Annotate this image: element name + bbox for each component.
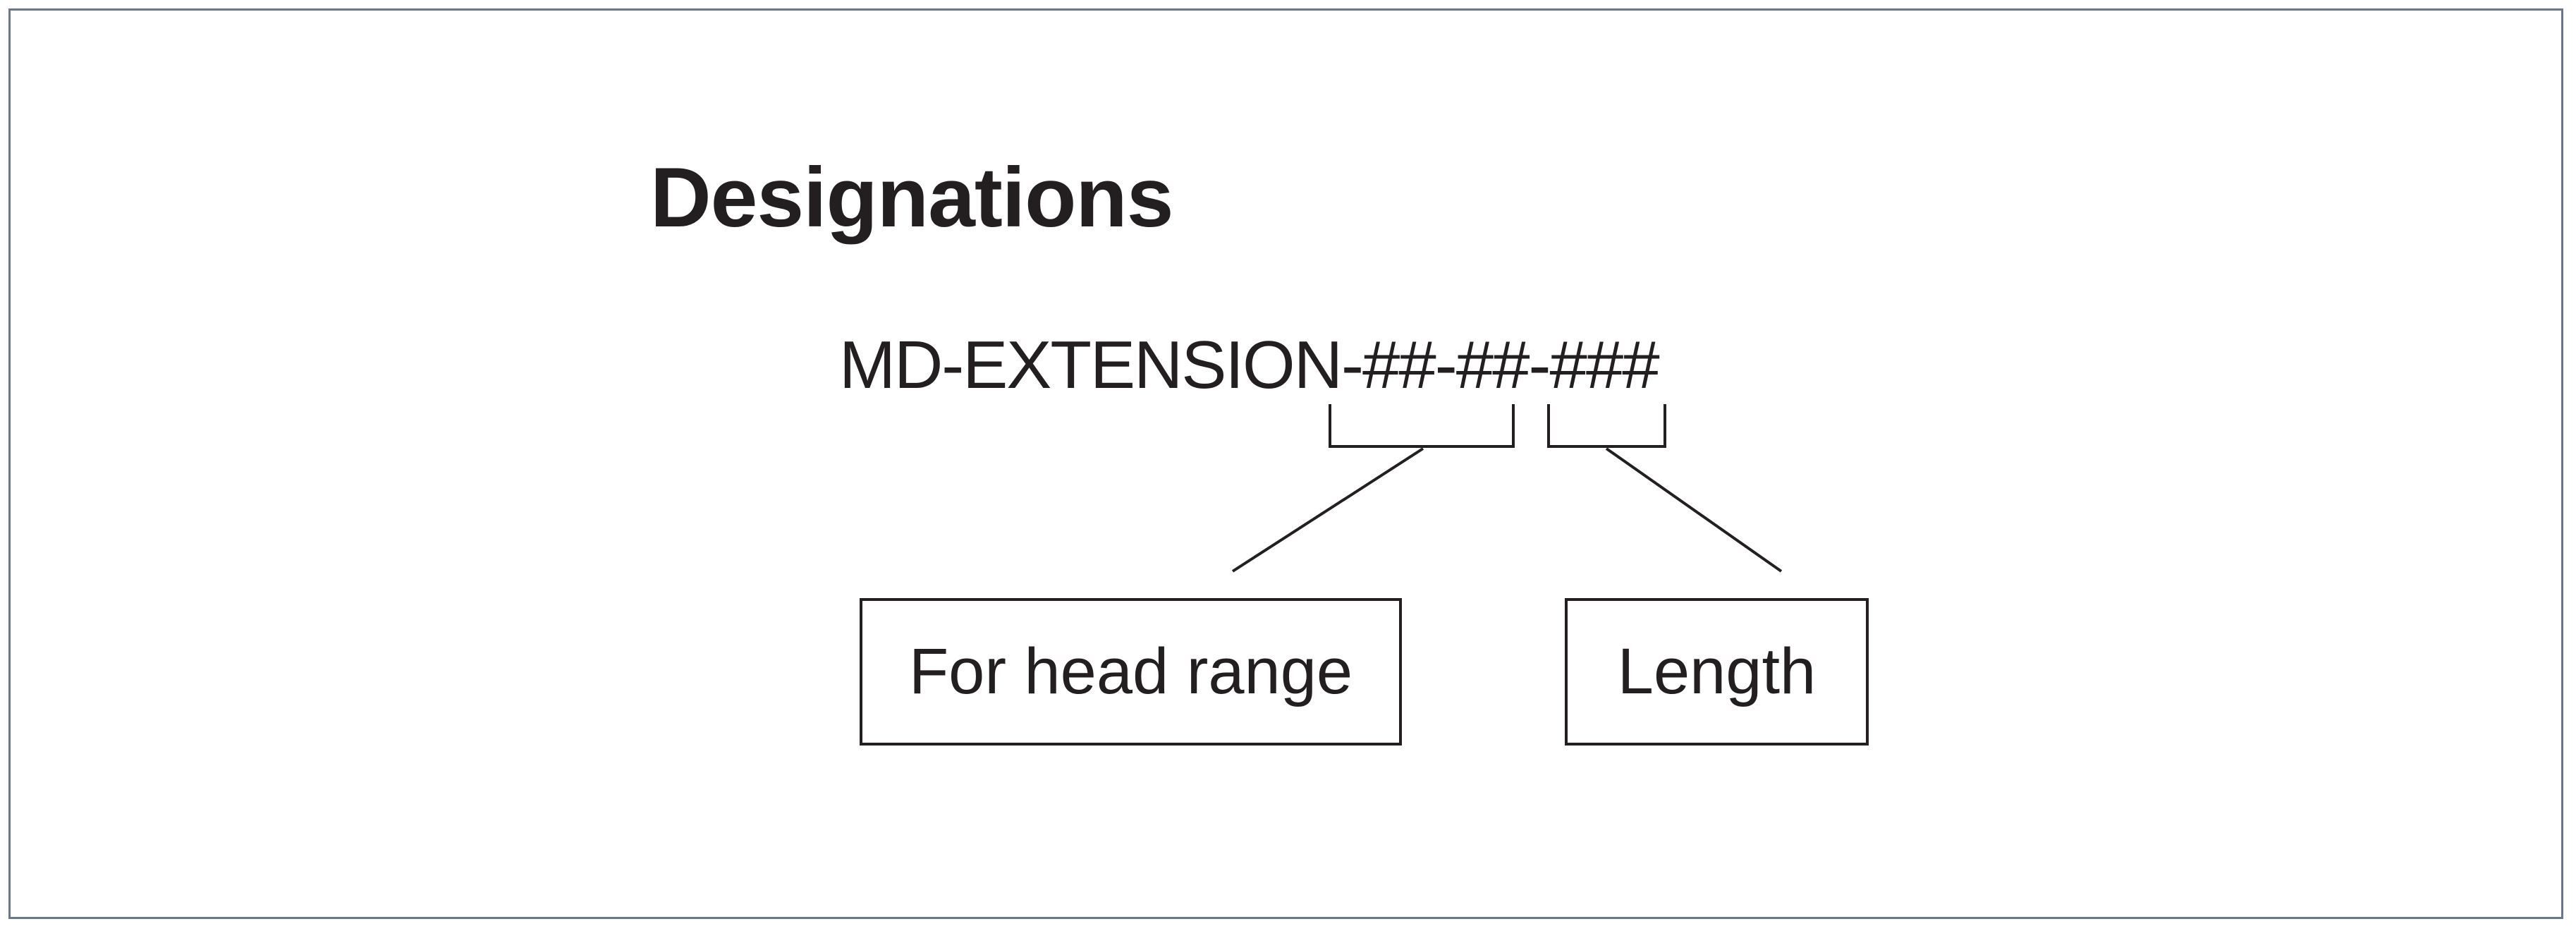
- head-range-box: For head range: [860, 598, 1402, 746]
- page-title: Designations: [650, 150, 1173, 245]
- designation-code: MD-EXTENSION-##-##-###: [839, 327, 1660, 403]
- head-range-label: For head range: [908, 635, 1353, 707]
- length-box: Length: [1565, 598, 1869, 746]
- length-label: Length: [1617, 635, 1817, 707]
- diagram-frame: [8, 8, 2563, 919]
